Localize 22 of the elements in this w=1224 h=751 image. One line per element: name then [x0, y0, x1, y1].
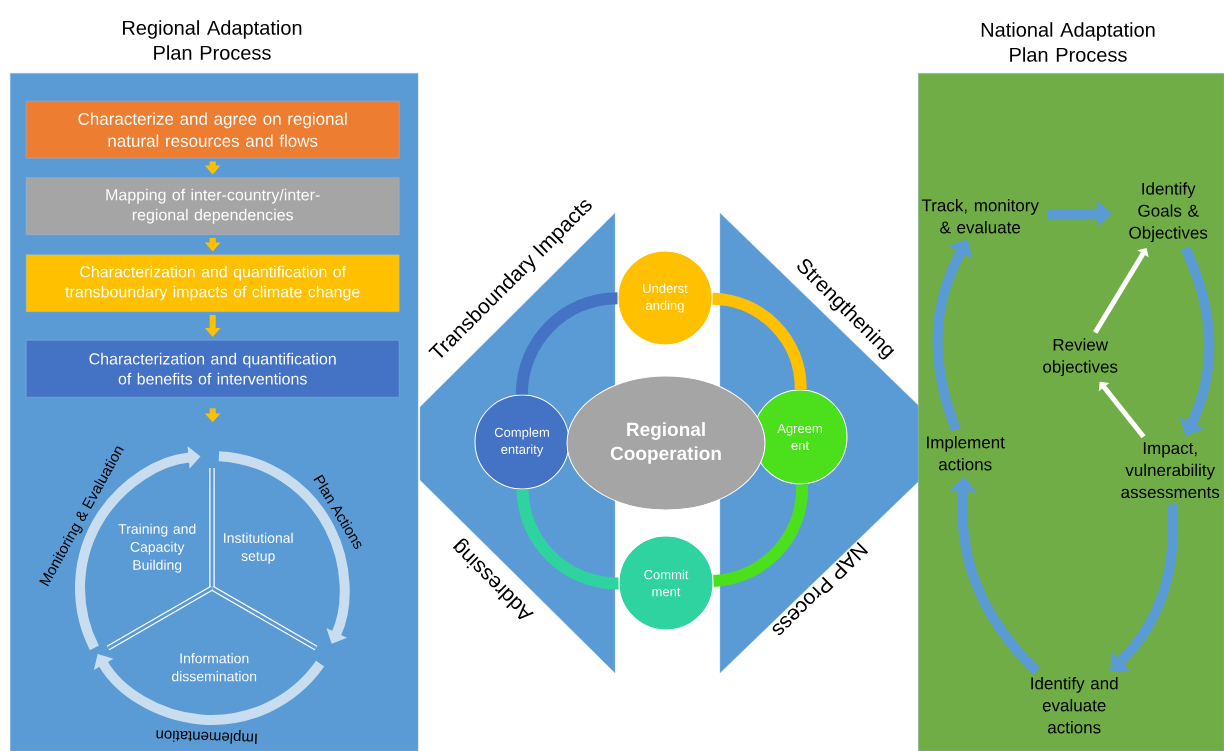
step-label: Review objectives	[1043, 338, 1118, 377]
step-label: Identify and evaluate actions	[1031, 676, 1118, 734]
process-box: Characterization and quantification of benefits of interventions	[26, 340, 400, 398]
ring-arc	[516, 489, 619, 590]
step-label: Track, monitory & evaluate	[921, 198, 1039, 234]
arrow	[1098, 381, 1146, 439]
process-box: Characterization and quantification of transboundary impacts of climate change	[26, 254, 400, 312]
ring-arc	[712, 292, 807, 390]
step-label: Identify Goals & Objectives	[1129, 182, 1208, 243]
sector-label: Information dissemination	[172, 653, 257, 682]
step-label: Implement actions	[927, 435, 1005, 471]
arc-label: Implementation	[156, 730, 257, 745]
ring-arc	[515, 292, 618, 395]
step-label: Impact, vulnerability assessments	[1121, 442, 1220, 499]
sector-label: Training and Capacity Building	[118, 523, 196, 573]
panel-title: Regional Adaptation Plan Process	[123, 20, 302, 60]
sector-label: Institutional setup	[224, 532, 293, 564]
process-box: Characterize and agree on regional natural resources and flows	[26, 101, 400, 159]
process-box: Mapping of inter-country/inter-regional dependencies	[26, 177, 400, 235]
panel-title: National Adaptation Plan Process	[981, 22, 1155, 62]
arrow	[1110, 504, 1178, 672]
ring-arc	[712, 484, 809, 587]
